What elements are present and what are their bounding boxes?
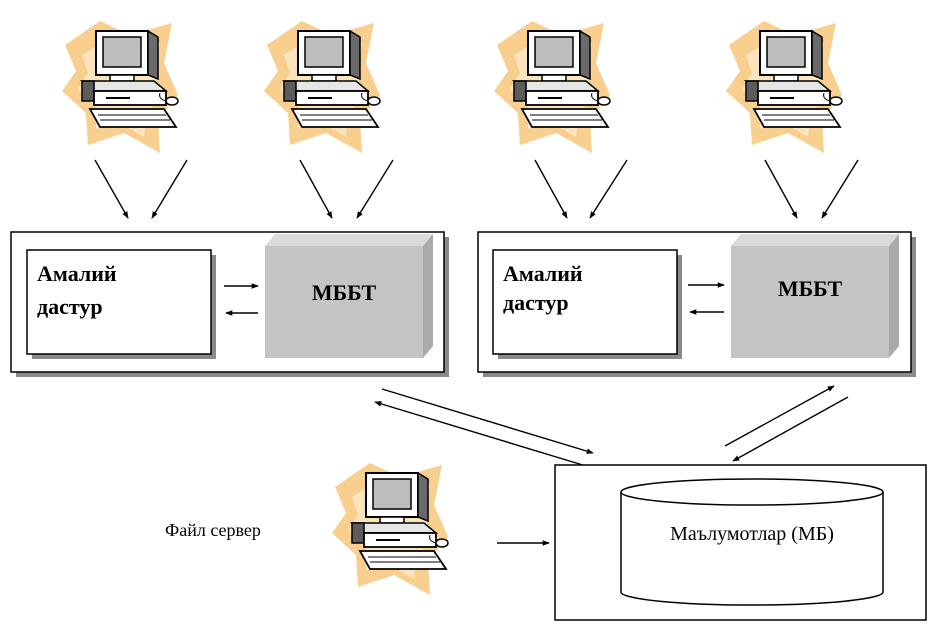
workstation-1 (61, 20, 179, 154)
app-dbms-arrows (688, 282, 725, 315)
application-label-line2: дастур (37, 294, 103, 319)
application-box: Амалий дастур (492, 249, 682, 359)
application-label-line1: Амалий (503, 261, 583, 286)
database-cylinder-icon (620, 478, 884, 606)
dbms-label: МББТ (312, 280, 377, 305)
application-label-line1: Амалий (37, 261, 117, 286)
file-server (331, 462, 449, 596)
computer-icon (331, 462, 449, 596)
database-box: Маълумотлар (МБ) (554, 464, 927, 621)
workstation-2 (263, 20, 381, 154)
dbms-box: МББТ (265, 234, 433, 358)
app-dbms-arrows (224, 283, 259, 316)
computer-icon (493, 20, 611, 154)
computer-icon (263, 20, 381, 154)
workstation-4 (725, 20, 843, 154)
computer-icon (61, 20, 179, 154)
database-label: Маълумотлар (МБ) (670, 523, 834, 545)
file-server-label: Файл сервер (165, 520, 261, 540)
workstation-3 (493, 20, 611, 154)
application-box: Амалий дастур (26, 249, 216, 359)
application-label-line2: дастур (503, 290, 569, 315)
workstation-arrows (94, 159, 859, 219)
client-box-2: Амалий дастур МББТ (477, 231, 916, 377)
dbms-box: МББТ (731, 234, 899, 358)
client-database-arrows (374, 385, 849, 467)
client-box-1: Амалий дастур МББТ (10, 231, 449, 377)
computer-icon (725, 20, 843, 154)
dbms-label: МББТ (778, 276, 843, 301)
